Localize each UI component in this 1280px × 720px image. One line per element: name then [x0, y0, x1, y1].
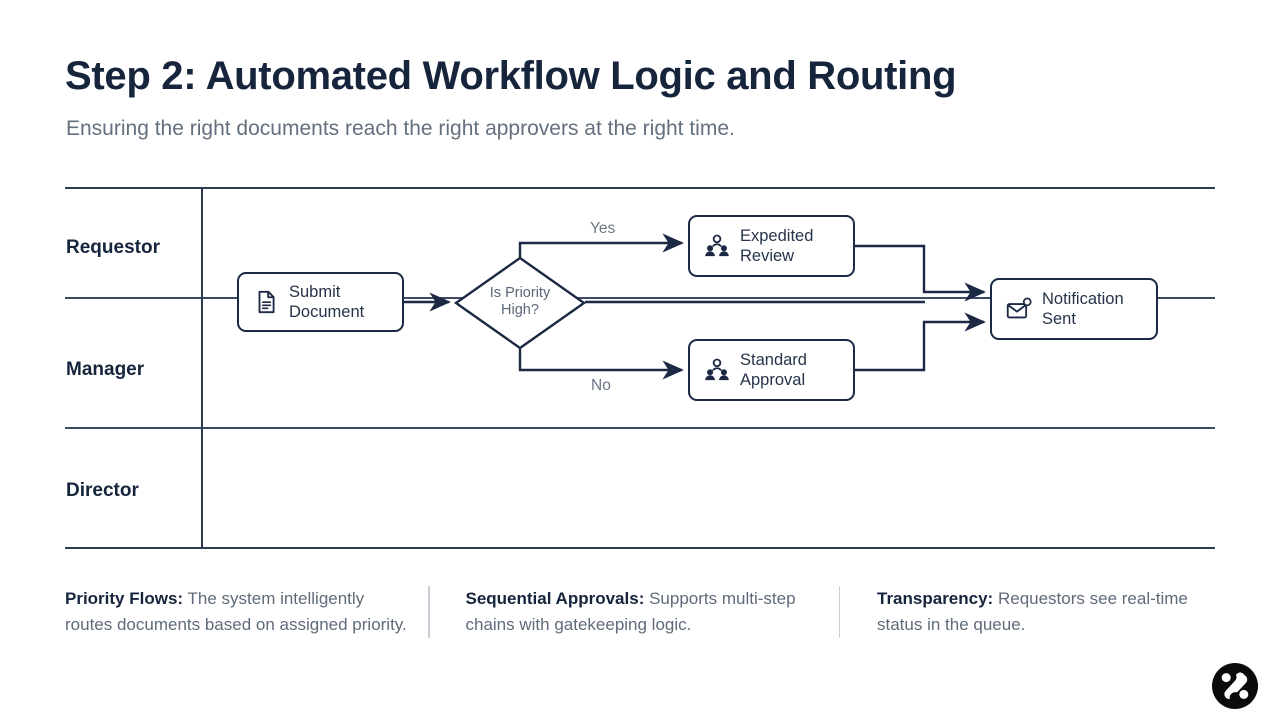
edge-label-no: No: [591, 377, 611, 394]
swimlane-label-director: Director: [66, 480, 139, 501]
node-submit-document[interactable]: Submit Document: [237, 272, 404, 332]
users-icon: [705, 358, 729, 381]
edge-standard-to-notification: [855, 312, 986, 372]
swimlane-label-requestor: Requestor: [66, 237, 160, 258]
footer-note-separator: [428, 586, 430, 638]
footer-note: Transparency: Requestors see real-time s…: [840, 586, 1217, 638]
decision-diamond-shape: [453, 256, 587, 350]
footer-note-text: Supports multi-step chains with gatekeep…: [465, 589, 796, 634]
brand-logo-icon: [1212, 663, 1258, 709]
footer-note-term: Transparency:: [877, 589, 994, 608]
edge-label-yes: Yes: [590, 220, 616, 237]
footer-notes: Priority Flows: The system intelligently…: [65, 586, 1217, 638]
footer-note: Priority Flows: The system intelligently…: [65, 586, 428, 638]
footer-note-separator: [838, 586, 840, 638]
edge-expedited-to-notification: [855, 244, 986, 302]
footer-note-term: Priority Flows:: [65, 589, 184, 608]
swimlane-bottom-border: [65, 547, 1215, 549]
footer-note: Sequential Approvals: Supports multi-ste…: [430, 586, 839, 638]
node-label: Submit Document: [289, 282, 365, 321]
users-icon: [705, 234, 729, 257]
node-standard-approval[interactable]: Standard Approval: [688, 339, 855, 401]
node-notification-sent[interactable]: Notification Sent: [990, 278, 1158, 340]
node-expedited-review[interactable]: Expedited Review: [688, 215, 855, 277]
swimlane-divider-2: [65, 427, 1215, 429]
footer-note-text: The system intelligently routes document…: [65, 589, 407, 634]
document-icon: [258, 290, 275, 314]
mail-notification-icon: [1006, 297, 1032, 319]
edge-decision-yes: [518, 233, 684, 257]
swimlane-label-divider: [201, 187, 203, 549]
node-label: Expedited Review: [740, 226, 814, 265]
swimlane-top-border: [65, 187, 1215, 189]
footer-note-text: Requestors see real-time status in the q…: [877, 589, 1188, 634]
page-title: Step 2: Automated Workflow Logic and Rou…: [65, 54, 957, 98]
node-label: Notification Sent: [1042, 289, 1124, 328]
swimlane-divider-1: [65, 297, 1215, 299]
swimlane-label-manager: Manager: [66, 359, 145, 380]
footer-note-term: Sequential Approvals:: [465, 589, 645, 608]
node-is-priority-high[interactable]: [455, 257, 585, 349]
node-label: Standard Approval: [740, 350, 807, 389]
page-subtitle: Ensuring the right documents reach the r…: [66, 117, 735, 140]
edge-decision-no: [518, 349, 684, 380]
